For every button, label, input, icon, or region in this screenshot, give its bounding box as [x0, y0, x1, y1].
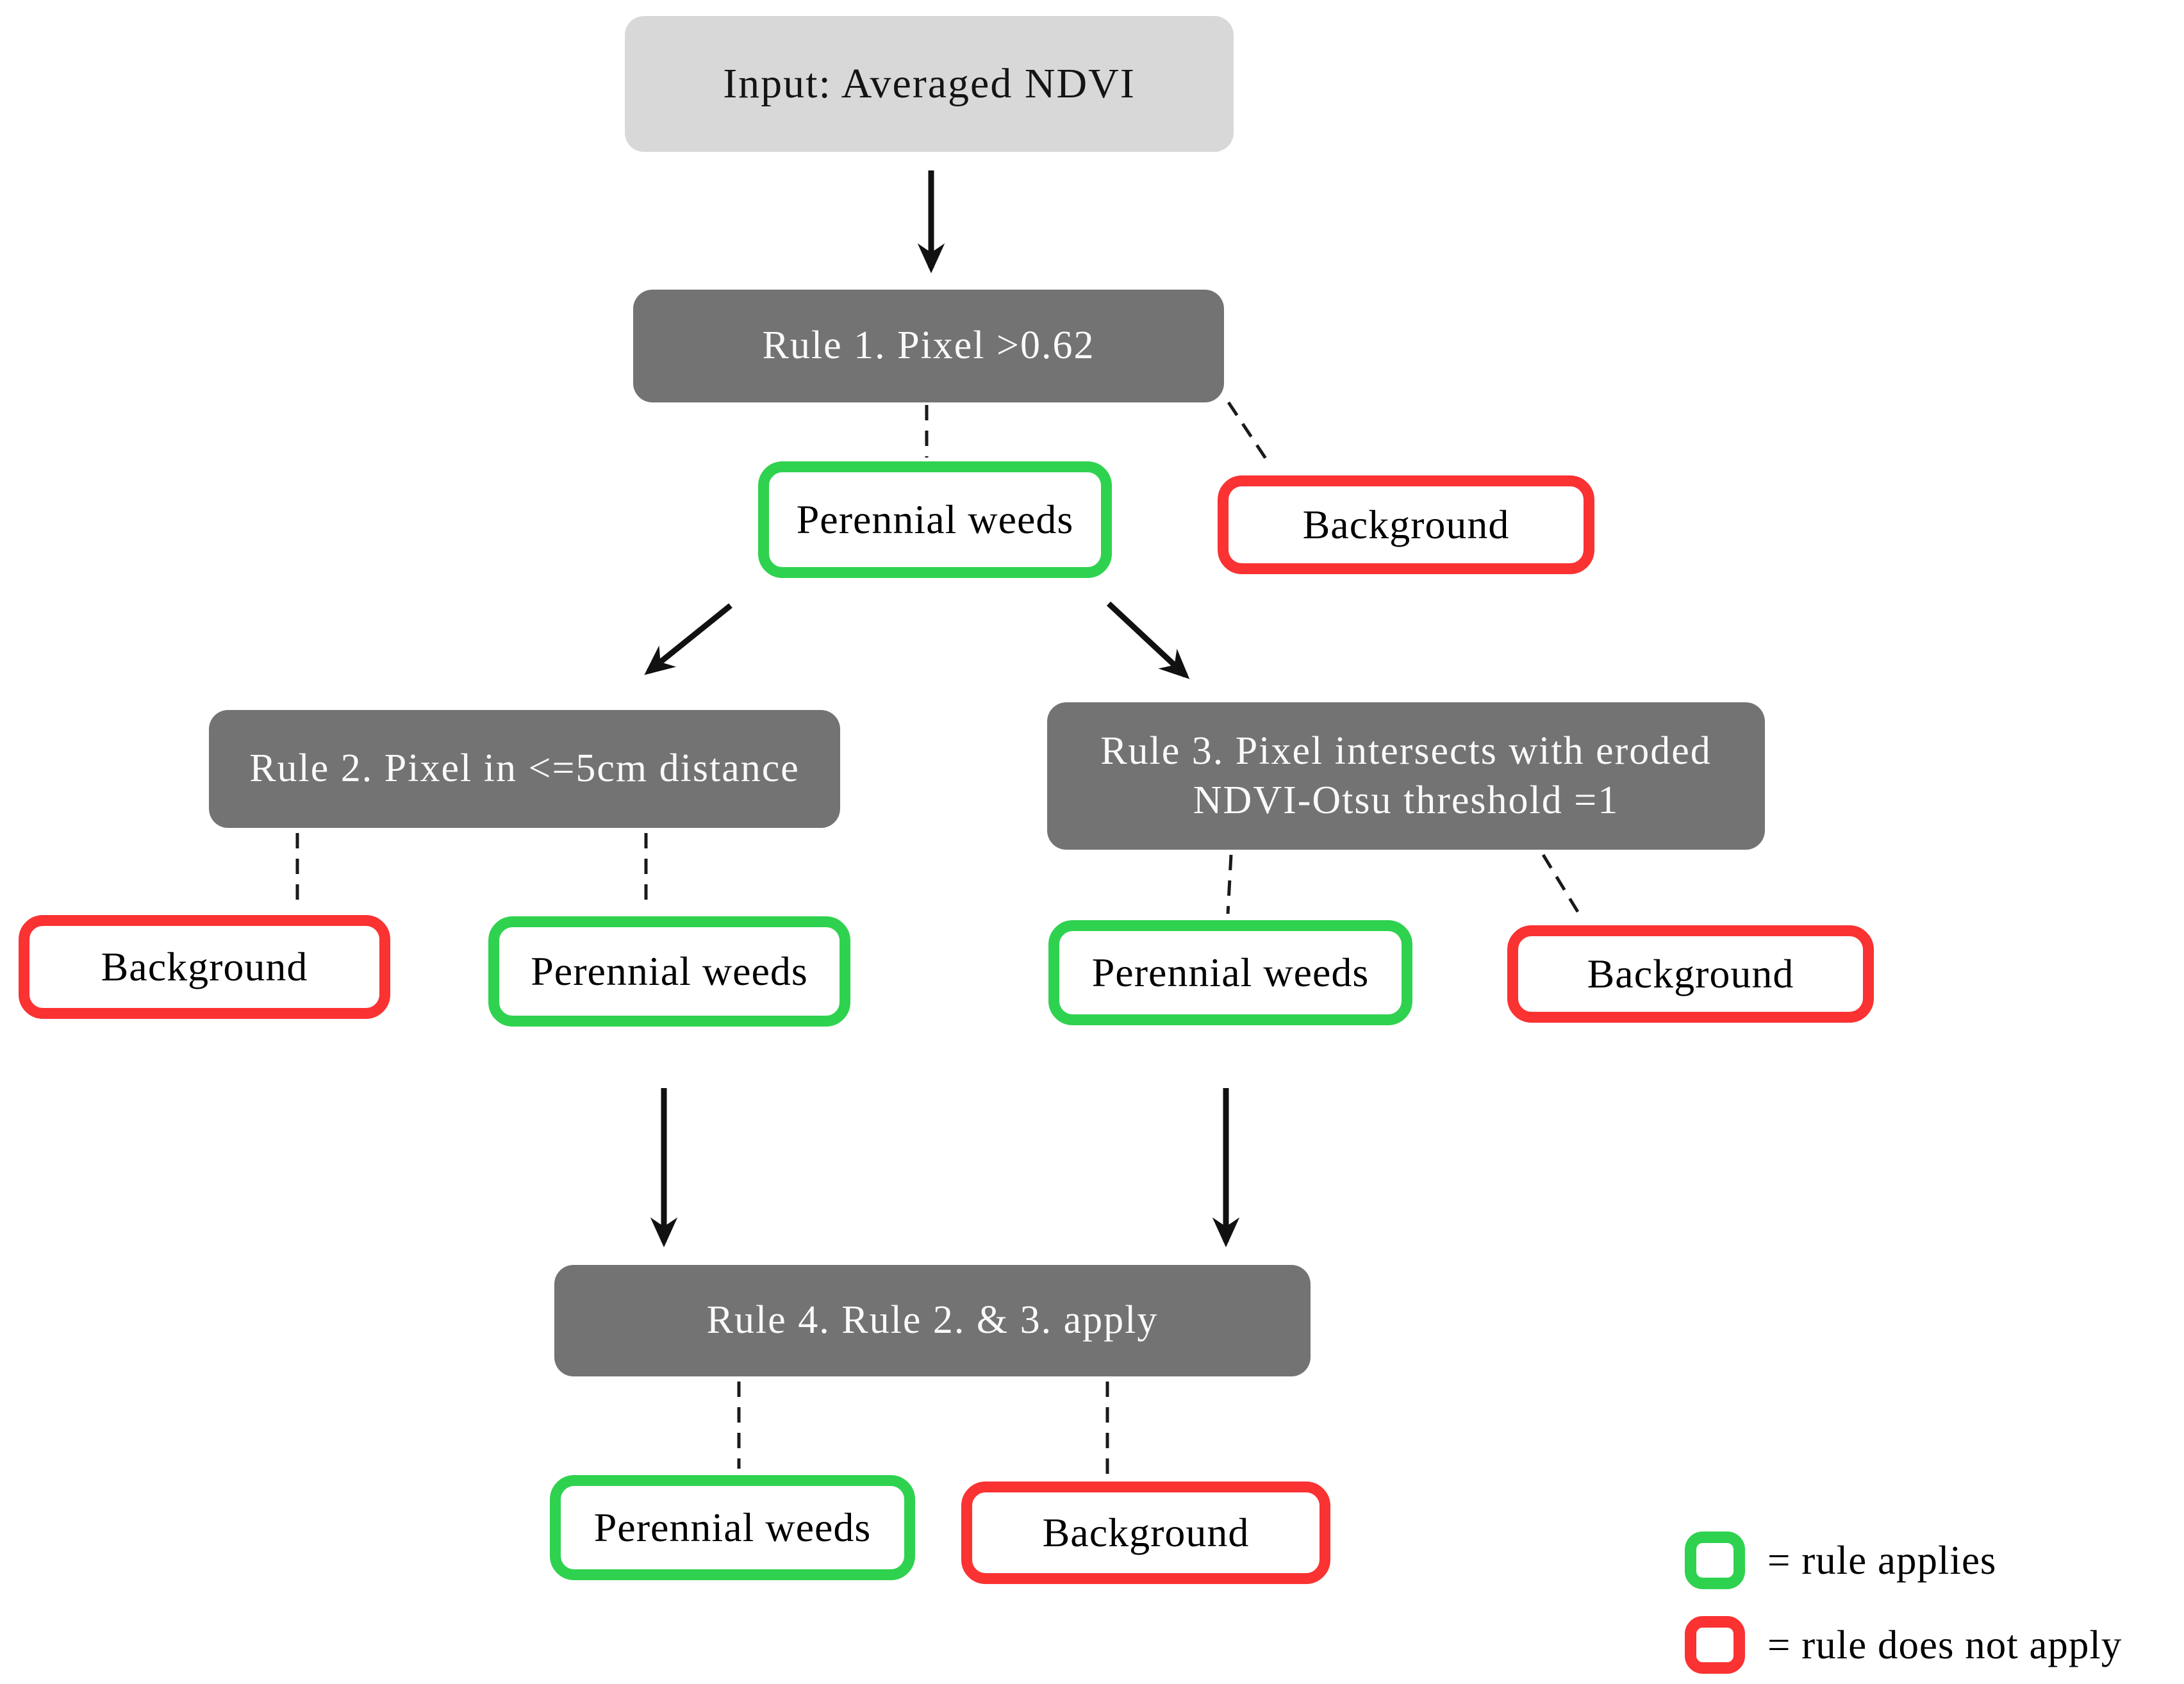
arrow-weeds1-to-rule3	[1106, 601, 1190, 679]
dashed-rule3-to-background	[1541, 854, 1585, 921]
outcome-rule2-perennial-weeds: Perennial weeds	[488, 916, 850, 1027]
legend-rule-applies-label: = rule applies	[1767, 1531, 1996, 1589]
outcome-label: Background	[101, 944, 308, 989]
legend-rule-applies-text: = rule applies	[1767, 1537, 1997, 1583]
outcome-rule3-perennial-weeds: Perennial weeds	[1048, 920, 1412, 1025]
outcome-label: Background	[1587, 951, 1794, 996]
dashed-rule1-to-background	[1227, 401, 1272, 466]
input-node: Input: Averaged NDVI	[625, 16, 1234, 152]
outcome-rule3-background: Background	[1507, 925, 1874, 1023]
outcome-rule1-background: Background	[1218, 475, 1594, 574]
legend-rule-does-not-apply-label: = rule does not apply	[1767, 1616, 2122, 1674]
legend-rule-does-not-apply-text: = rule does not apply	[1767, 1622, 2122, 1667]
arrow-weeds1-to-rule2	[644, 603, 732, 675]
outcome-rule4-perennial-weeds: Perennial weeds	[550, 1475, 915, 1580]
dashed-rule3-to-weeds	[1226, 854, 1233, 914]
outcome-label: Background	[1042, 1510, 1250, 1555]
outcome-rule2-background: Background	[19, 915, 390, 1019]
rule2-node-label: Rule 2. Pixel in <=5cm distance	[249, 747, 800, 791]
outcome-label: Perennial weeds	[1091, 950, 1369, 995]
rule3-node-label-line2: NDVI-Otsu threshold =1	[1193, 779, 1619, 822]
outcome-rule4-background: Background	[961, 1482, 1330, 1584]
rule3-node-label-line1: Rule 3. Pixel intersects with eroded	[1100, 729, 1712, 773]
rule1-node: Rule 1. Pixel >0.62	[633, 290, 1224, 402]
rule3-node: Rule 3. Pixel intersects with eroded NDV…	[1047, 702, 1765, 850]
outcome-label: Perennial weeds	[796, 497, 1074, 542]
rule2-node: Rule 2. Pixel in <=5cm distance	[209, 710, 840, 828]
input-node-label: Input: Averaged NDVI	[723, 60, 1136, 107]
rule1-node-label: Rule 1. Pixel >0.62	[762, 324, 1095, 368]
legend-rule-does-not-apply-swatch	[1685, 1616, 1745, 1674]
rule4-node-label: Rule 4. Rule 2. & 3. apply	[706, 1298, 1159, 1342]
rule4-node: Rule 4. Rule 2. & 3. apply	[554, 1265, 1311, 1376]
outcome-label: Background	[1302, 502, 1510, 547]
legend-rule-applies-swatch	[1685, 1531, 1745, 1589]
outcome-label: Perennial weeds	[531, 948, 808, 994]
outcome-rule1-perennial-weeds: Perennial weeds	[758, 461, 1112, 578]
outcome-label: Perennial weeds	[593, 1505, 872, 1550]
